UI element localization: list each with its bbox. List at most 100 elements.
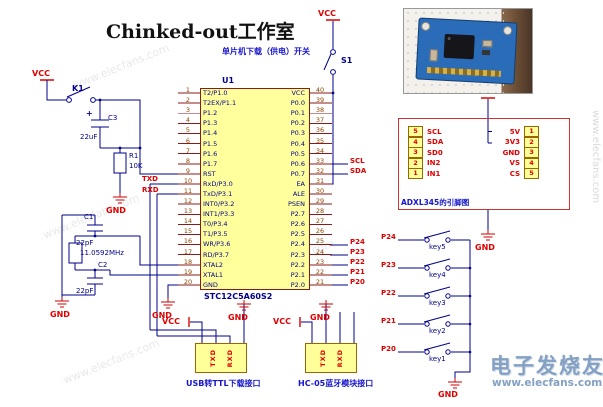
watermark-brand: 电子发烧友 xyxy=(490,354,603,378)
gnd-label: GND xyxy=(475,243,495,252)
mcu-ic-body xyxy=(200,88,310,290)
header-pin-label: CS xyxy=(509,169,520,178)
header-pin-label: SDA xyxy=(427,138,444,146)
pin-name: P2.6 xyxy=(290,220,305,229)
gnd-label: GND xyxy=(310,313,330,322)
pin-name: RxD/P3.0 xyxy=(203,179,233,188)
pin-name: P2.3 xyxy=(290,250,305,259)
pin-row: P2.2 23 xyxy=(200,258,330,270)
watermark-site: www.elecfans.com xyxy=(492,377,603,389)
gnd-label: GND xyxy=(152,311,172,320)
pin-name: RST xyxy=(203,169,216,178)
pin-name: P2.4 xyxy=(290,240,305,249)
pin-number: 15 xyxy=(183,227,193,236)
pin-number: 13 xyxy=(183,207,193,216)
caption-adxl-pinout: ADXL345的引脚图 xyxy=(401,198,470,207)
pin-row: 16 WR/P3.6 xyxy=(178,237,308,249)
pin-number: 27 xyxy=(315,217,325,226)
net-p21: P21 xyxy=(350,268,365,276)
net-scl: SCL xyxy=(350,157,365,165)
header-row: CS 5 xyxy=(494,168,539,179)
pin-number: 37 xyxy=(315,116,325,125)
pin-row: P2.7 28 xyxy=(200,207,330,219)
header-pin-number: 1 xyxy=(408,168,423,179)
pin-number: 14 xyxy=(183,217,193,226)
pin-name: WR/P3.6 xyxy=(203,240,231,249)
pin-name: P0.7 xyxy=(290,169,305,178)
pin-number: 7 xyxy=(185,146,191,155)
gnd-label: GND xyxy=(228,313,248,322)
header-pin-number: 2 xyxy=(524,136,539,148)
vcc-label: VCC xyxy=(318,9,336,18)
watermark-vertical: www.elecfans.com xyxy=(590,110,601,204)
header-pin-number: 5 xyxy=(524,168,539,179)
pin-number: 19 xyxy=(183,267,193,276)
ic-left-pins: 1 T2/P1.0 2 T2EX/P1.1 3 P1.2 4 P1.3 5 P1… xyxy=(178,86,308,290)
gnd-label: GND xyxy=(438,390,458,399)
pin-row: ALE 30 xyxy=(200,187,330,199)
key-net-label: P20 xyxy=(381,345,396,353)
pin-row: 12 INT0/P3.2 xyxy=(178,197,308,209)
pin-name: RD/P3.7 xyxy=(203,250,229,259)
pin-row: 19 XTAL1 xyxy=(178,267,308,280)
pin-name: P1.6 xyxy=(203,149,218,158)
ic-right-pins: VCC 40 P0.0 39 P0.1 38 P0.2 37 P0.3 36 P… xyxy=(200,86,330,290)
key-row: P20 key1 xyxy=(381,345,501,375)
key-row: P22 key3 xyxy=(381,289,501,319)
pin-row: P2.3 24 xyxy=(200,248,330,260)
pin-number: 9 xyxy=(185,166,191,175)
pin-name: P0.1 xyxy=(290,109,305,118)
pin-row: 13 INT1/P3.3 xyxy=(178,207,308,219)
pin-name: P1.5 xyxy=(203,139,218,148)
pin-number: 22 xyxy=(315,267,325,276)
key-net-label: P24 xyxy=(381,233,396,241)
pin-name: P0.5 xyxy=(290,149,305,158)
adxl-pinout-box xyxy=(398,118,570,210)
pin-name: P2.5 xyxy=(290,230,305,239)
pin-name: P0.6 xyxy=(290,159,305,168)
key-name-label: key1 xyxy=(429,355,446,363)
pin-row: 3 P1.2 xyxy=(178,106,308,118)
gnd-label: GND xyxy=(106,206,126,215)
vcc-label: VCC xyxy=(273,317,291,326)
pin-number: 1 xyxy=(185,86,191,95)
pin-number: 5 xyxy=(185,126,191,135)
pin-number: 8 xyxy=(185,156,191,165)
pin-number: 18 xyxy=(183,257,193,266)
key-switches: P24 key5 P23 key4 P22 key3 P21 key2 P20 … xyxy=(381,0,501,400)
net-sda: SDA xyxy=(350,167,367,175)
pin-number: 11 xyxy=(183,186,193,195)
pin-number: 34 xyxy=(315,146,325,155)
gnd-symbol xyxy=(54,296,70,308)
pin-number: 28 xyxy=(315,207,325,216)
pin-name: P1.3 xyxy=(203,119,218,128)
resistor-r1-symbol xyxy=(113,152,127,174)
header-pin-number: 3 xyxy=(524,147,539,158)
pin-name: P2.7 xyxy=(290,210,305,219)
pin-name: P2.2 xyxy=(290,260,305,269)
pin-name: TxD/P3.1 xyxy=(203,189,233,198)
pin-name: P2.0 xyxy=(290,280,305,289)
pin-number: 33 xyxy=(315,156,325,165)
pin-row: 8 P1.7 xyxy=(178,156,308,169)
ic-right-pin-stubs xyxy=(310,88,332,290)
pin-name: T2/P1.0 xyxy=(203,89,228,98)
pin-name: XTAL2 xyxy=(203,260,224,269)
pin-row: 1 T2/P1.0 xyxy=(178,86,308,98)
pin-number: 36 xyxy=(315,126,325,135)
pin-name: P2.1 xyxy=(290,270,305,279)
wires xyxy=(46,21,492,378)
pin-name: P0.0 xyxy=(290,99,305,108)
adxl345-module-photo xyxy=(403,8,533,94)
caption-download-switch: 单片机下载（供电）开关 xyxy=(222,47,310,56)
pin-name: INT1/P3.3 xyxy=(203,210,235,219)
key-name-label: key4 xyxy=(429,271,446,279)
pin-row: 20 GND xyxy=(178,278,308,290)
connector-pin-label: RXD xyxy=(225,348,234,368)
c1-label: C1 xyxy=(84,213,94,221)
key-row: P24 key5 xyxy=(381,233,501,263)
header-pin-number: 1 xyxy=(524,126,539,137)
